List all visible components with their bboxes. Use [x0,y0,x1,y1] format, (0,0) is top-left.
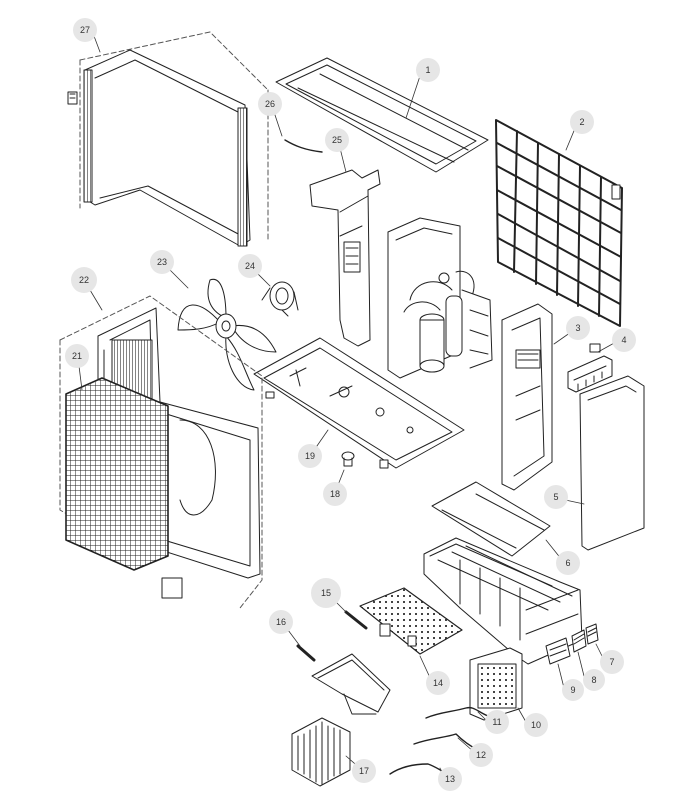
callout-1: 1 [416,58,440,82]
callout-17: 17 [352,759,376,783]
callout-8: 8 [583,669,605,691]
callout-7: 7 [600,650,624,674]
callout-label-9: 9 [570,685,575,695]
callout-23: 23 [150,250,174,274]
callout-16: 16 [269,610,293,634]
callout-label-8: 8 [591,675,596,685]
part-18-drain-plug [342,452,354,466]
part-6-cover-plate [432,482,550,556]
callout-10: 10 [524,713,548,737]
callout-label-10: 10 [531,720,541,730]
callout-label-7: 7 [609,657,614,667]
callout-9: 9 [562,679,584,701]
callout-6: 6 [556,551,580,575]
part-23-fan-propeller [178,279,276,390]
part-24-fan-motor [262,282,298,316]
callout-14: 14 [426,671,450,695]
part-12-cable [414,734,478,750]
callout-22: 22 [71,267,97,293]
callout-label-18: 18 [330,489,340,499]
callout-label-2: 2 [579,117,584,127]
part-8-module [572,630,586,652]
callout-label-25: 25 [332,135,342,145]
part-5-right-panel [580,376,644,550]
part-27-condenser-coil [68,32,268,246]
callout-label-13: 13 [445,774,455,784]
callout-13: 13 [438,767,462,791]
callout-label-26: 26 [265,99,275,109]
part-2-rear-grille [496,120,622,326]
part-25-partition-plate [310,170,380,346]
callout-label-17: 17 [359,766,369,776]
callout-4: 4 [612,328,636,352]
callout-label-11: 11 [492,717,501,727]
part-7-module [586,624,598,644]
part-1-top-panel [276,58,488,172]
part-11-cable [426,708,488,718]
callout-label-1: 1 [425,65,430,75]
callout-label-4: 4 [621,335,626,345]
callout-12: 12 [469,743,493,767]
callout-21: 21 [65,344,89,368]
callout-label-24: 24 [245,261,255,271]
callout-5: 5 [544,485,568,509]
callout-label-27: 27 [80,25,90,35]
callout-label-16: 16 [276,617,286,627]
callout-18: 18 [323,482,347,506]
callout-label-5: 5 [553,492,558,502]
part-3-side-bracket [502,304,552,490]
part-4-terminal-block [568,344,612,392]
callout-label-3: 3 [575,323,580,333]
part-21-front-grille [66,378,168,570]
callout-label-12: 12 [476,750,486,760]
part-16-connector [298,646,314,660]
callout-19: 19 [298,444,322,468]
part-15-sensor [346,612,366,628]
callout-24: 24 [238,254,262,278]
callout-label-21: 21 [72,351,82,361]
compressor-assembly [388,218,492,378]
part-9-module [546,638,570,664]
callouts: 27 1 2 26 25 22 23 24 [65,18,636,791]
part-10-control-board [470,648,522,720]
part-19-base-pan [254,338,464,468]
callout-3: 3 [566,316,590,340]
part-17-tray [312,654,390,714]
callout-26: 26 [258,92,282,116]
part-17-heat-sink [292,718,350,786]
callout-15: 15 [311,578,341,608]
callout-label-23: 23 [157,257,167,267]
part-26-wire [285,140,322,152]
callout-label-14: 14 [433,678,443,688]
callout-label-22: 22 [79,275,89,285]
callout-2: 2 [570,110,594,134]
nameplate [162,578,182,598]
callout-25: 25 [325,128,349,152]
part-14-main-pcb [360,588,462,654]
part-13-cable [390,764,444,774]
callout-label-6: 6 [565,558,570,568]
callout-27: 27 [73,18,97,42]
callout-label-19: 19 [305,451,315,461]
callout-label-15: 15 [321,588,331,598]
callout-11: 11 [485,710,509,734]
